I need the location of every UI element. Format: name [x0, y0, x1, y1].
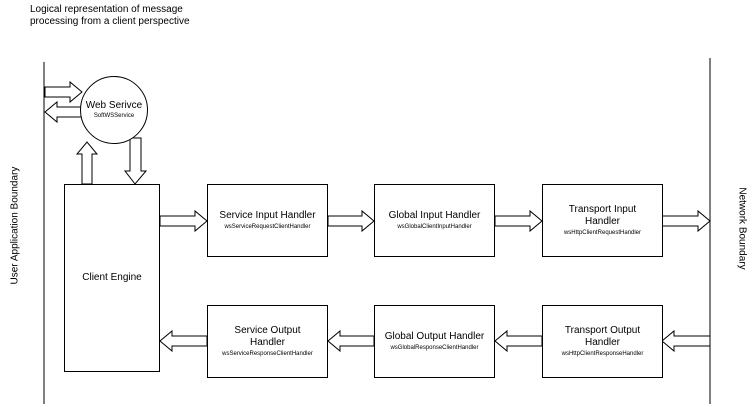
- arrow-global-input-to-transport-input: [494, 209, 543, 233]
- web-service-class: SoftWSService: [93, 113, 135, 119]
- user-application-boundary-label: User Application Boundary: [9, 166, 21, 285]
- global-output-handler-box: Global Output Handler wsGlobalResponseCl…: [374, 305, 495, 378]
- client-engine-label: Client Engine: [82, 272, 142, 283]
- arrow-webservice-to-engine: [123, 137, 148, 185]
- handler-class: wsGlobalClientInputHandler: [397, 224, 472, 230]
- arrow-network-to-transport-output: [661, 329, 711, 353]
- arrow-engine-to-service-input: [159, 209, 208, 233]
- arrow-transport-input-to-network: [661, 209, 711, 233]
- handler-name: Global Input Handler: [388, 210, 481, 221]
- web-service-node: Web Serivce SoftWSService: [80, 76, 148, 144]
- arrow-engine-to-webservice: [75, 141, 99, 185]
- handler-class: wsHttpClientResponseHandler: [561, 351, 644, 357]
- handler-name: Service Input Handler: [219, 210, 316, 221]
- diagram-title: Logical representation of message proces…: [30, 4, 190, 27]
- transport-output-handler-box: Transport Output Handler wsHttpClientRes…: [542, 305, 663, 378]
- arrow-global-output-to-service-output: [327, 329, 375, 353]
- arrow-service-input-to-global-input: [327, 209, 375, 233]
- handler-class: wsServiceRequestClientHandler: [224, 224, 311, 230]
- arrow-service-output-to-engine: [159, 329, 208, 353]
- arrow-transport-output-to-global-output: [494, 329, 543, 353]
- client-engine-box: Client Engine: [64, 184, 160, 372]
- handler-name: Global Output Handler: [384, 331, 485, 342]
- handler-class: wsGlobalResponseClientHandler: [390, 345, 479, 351]
- arrow-boundary-to-webservice: [44, 80, 83, 104]
- transport-input-handler-box: Transport Input Handler wsHttpClientRequ…: [542, 184, 663, 257]
- service-input-handler-box: Service Input Handler wsServiceRequestCl…: [207, 184, 328, 257]
- global-input-handler-box: Global Input Handler wsGlobalClientInput…: [374, 184, 495, 257]
- handler-name: Transport Input Handler: [568, 204, 637, 227]
- arrow-webservice-to-boundary: [44, 100, 83, 124]
- service-output-handler-box: Service Output Handler wsServiceResponse…: [207, 305, 328, 378]
- web-service-name: Web Serivce: [85, 100, 143, 111]
- handler-class: wsServiceResponseClientHandler: [222, 351, 313, 357]
- handler-name: Service Output Handler: [234, 325, 301, 348]
- handler-name: Transport Output Handler: [564, 325, 641, 348]
- network-boundary-label: Network Boundary: [736, 187, 748, 270]
- handler-class: wsHttpClientRequestHandler: [563, 230, 642, 236]
